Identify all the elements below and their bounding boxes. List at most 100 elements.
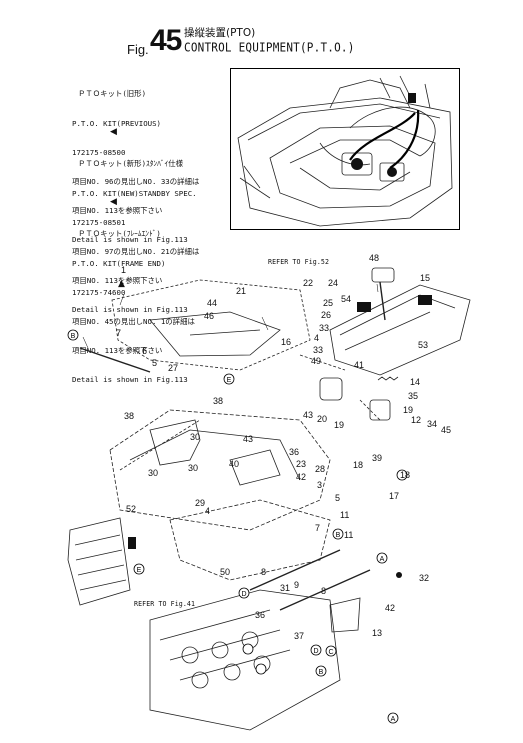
exploded-diagram: B E A B E D D C B A xyxy=(67,267,471,731)
kit-new-note-en: Detail is shown in Fig.113 xyxy=(72,304,188,314)
callout-7: 6 xyxy=(142,346,148,356)
callout-46: 44 xyxy=(207,298,218,308)
callout-54: 54 xyxy=(341,294,352,304)
connector-label: B xyxy=(319,669,324,676)
callout-5: 4 xyxy=(205,506,211,516)
kit-new-note-jp-2: 項目NO. 113を参照下さい xyxy=(72,275,163,285)
callout-40: 40 xyxy=(229,459,240,469)
callout-26: 26 xyxy=(321,310,332,320)
kit-new: ＰＴＯキット(新形)ｽﾀﾝﾊﾞｲ仕様 P.T.O. KIT(NEW)STANDB… xyxy=(72,140,199,324)
callout-50: 48 xyxy=(369,253,380,263)
callout-9: 8 xyxy=(261,567,267,577)
kit-frame-end-note-en: Detail is shown in Fig.113 xyxy=(72,374,188,384)
callout-30: 30 xyxy=(188,463,199,473)
callout-52: 52 xyxy=(126,504,137,514)
callout-37: 36 xyxy=(255,610,266,620)
connector-label: E xyxy=(227,377,232,384)
callout-30: 30 xyxy=(148,468,159,478)
kit-previous-en-name: P.T.O. KIT(PREVIOUS) xyxy=(72,118,161,128)
refer-fig52-note: REFER TO Fig.52 xyxy=(268,258,330,266)
callout-32: 32 xyxy=(419,573,430,583)
callout-29: 29 xyxy=(195,498,206,508)
kit-new-note-jp-1: 項目NO. 97の見出しNO. 21の詳細は xyxy=(72,246,200,256)
kit-previous-part-no: 172175-08500 xyxy=(72,147,126,157)
callout-41: 39 xyxy=(372,453,383,463)
callout-53: 53 xyxy=(418,340,429,350)
callout-33: 33 xyxy=(313,345,324,355)
callout-14: 14 xyxy=(410,377,421,387)
kit-previous-note-jp-2: 項目NO. 113を参照下さい xyxy=(72,205,163,215)
callout-8: 7 xyxy=(116,328,122,338)
callout-11: 11 xyxy=(344,530,354,540)
callout-33: 33 xyxy=(319,323,330,333)
refer-fig41-note: REFER TO Fig.41 xyxy=(134,600,196,608)
callout-8: 7 xyxy=(315,523,321,533)
callout-19: 19 xyxy=(334,420,345,430)
title-english: CONTROL EQUIPMENT(P.T.O.) xyxy=(184,40,355,55)
callout-17: 17 xyxy=(389,491,400,501)
callout-39: 38 xyxy=(213,396,224,406)
inset-overview xyxy=(230,68,460,230)
callout-31: 31 xyxy=(280,583,291,593)
kit-frame-end-note-jp-1: 項目NO. 45の見出しNO. 1の詳細は xyxy=(72,316,195,326)
callout-36: 35 xyxy=(408,391,419,401)
connector-label: B xyxy=(71,333,76,340)
connector-label: D xyxy=(241,591,246,598)
kit-previous-note-jp-1: 項目NO. 96の見出しNO. 33の詳細は xyxy=(72,176,200,186)
callout-42: 42 xyxy=(296,472,307,482)
callout-4: 4 xyxy=(314,333,320,343)
connector-label: A xyxy=(380,556,385,563)
callout-15: 15 xyxy=(420,273,431,283)
fig-number: 45 xyxy=(150,24,182,57)
callout-13: 12 xyxy=(411,415,422,425)
callout-27: 27 xyxy=(168,363,179,373)
callout-23: 23 xyxy=(296,459,307,469)
kit-frame-end-part-no: 172175-74600 xyxy=(72,287,126,297)
connector-label: D xyxy=(313,648,318,655)
arrow-icon: ▲ xyxy=(118,279,125,289)
kit-new-en-name: P.T.O. KIT(NEW)STANDBY SPEC. xyxy=(72,188,197,198)
callout-49: 49 xyxy=(311,356,322,366)
connector-label: B xyxy=(336,532,341,539)
callout-10: 9 xyxy=(294,580,300,590)
callout-45: 43 xyxy=(303,410,314,420)
kit-frame-end-jp-name: ＰＴＯキット(ﾌﾚｰﾑｴﾝﾄﾞ) xyxy=(78,229,161,239)
callout-18: 18 xyxy=(400,470,411,480)
callout-19: 19 xyxy=(403,405,414,415)
callout-51: 50 xyxy=(220,567,231,577)
callout-39: 38 xyxy=(124,411,135,421)
callout-18: 18 xyxy=(353,460,364,470)
callout-28: 28 xyxy=(315,464,326,474)
callout-47: 45 xyxy=(441,425,452,435)
callout-22: 22 xyxy=(303,278,314,288)
callout-44: 42 xyxy=(385,603,396,613)
arrow-icon: ◀ xyxy=(110,127,117,137)
title-japanese: 操縦装置(PTO) xyxy=(184,27,256,39)
callout-1: 1 xyxy=(121,265,127,275)
callout-6: 5 xyxy=(152,358,158,368)
callout-48: 46 xyxy=(204,311,215,321)
callout-45: 43 xyxy=(243,434,254,444)
callout-30: 30 xyxy=(190,432,201,442)
callout-38: 37 xyxy=(294,631,305,641)
callout-12: 13 xyxy=(372,628,383,638)
callout-43: 41 xyxy=(354,360,365,370)
callout-34: 34 xyxy=(427,419,438,429)
connector-label: C xyxy=(328,649,333,656)
callout-20: 20 xyxy=(317,414,328,424)
kit-previous: ＰＴＯキット(旧形) P.T.O. KIT(PREVIOUS) 172175-0… xyxy=(72,70,199,254)
connector-label: E xyxy=(137,567,142,574)
callout-6: 5 xyxy=(335,493,341,503)
callout-3: 3 xyxy=(317,480,323,490)
fig-label: Fig. xyxy=(127,42,149,57)
callout-24: 24 xyxy=(328,278,339,288)
kit-new-part-no: 172175-08501 xyxy=(72,217,126,227)
callout-11: 11 xyxy=(340,510,350,520)
connector-label: A xyxy=(391,716,396,723)
callout-25: 25 xyxy=(323,298,334,308)
arrow-icon: ◀ xyxy=(110,197,117,207)
kit-previous-jp-name: ＰＴＯキット(旧形) xyxy=(78,89,147,99)
kit-new-jp-name: ＰＴＯキット(新形)ｽﾀﾝﾊﾞｲ仕様 xyxy=(78,159,183,169)
callout-21: 21 xyxy=(236,286,247,296)
callout-35: 36 xyxy=(289,447,300,457)
